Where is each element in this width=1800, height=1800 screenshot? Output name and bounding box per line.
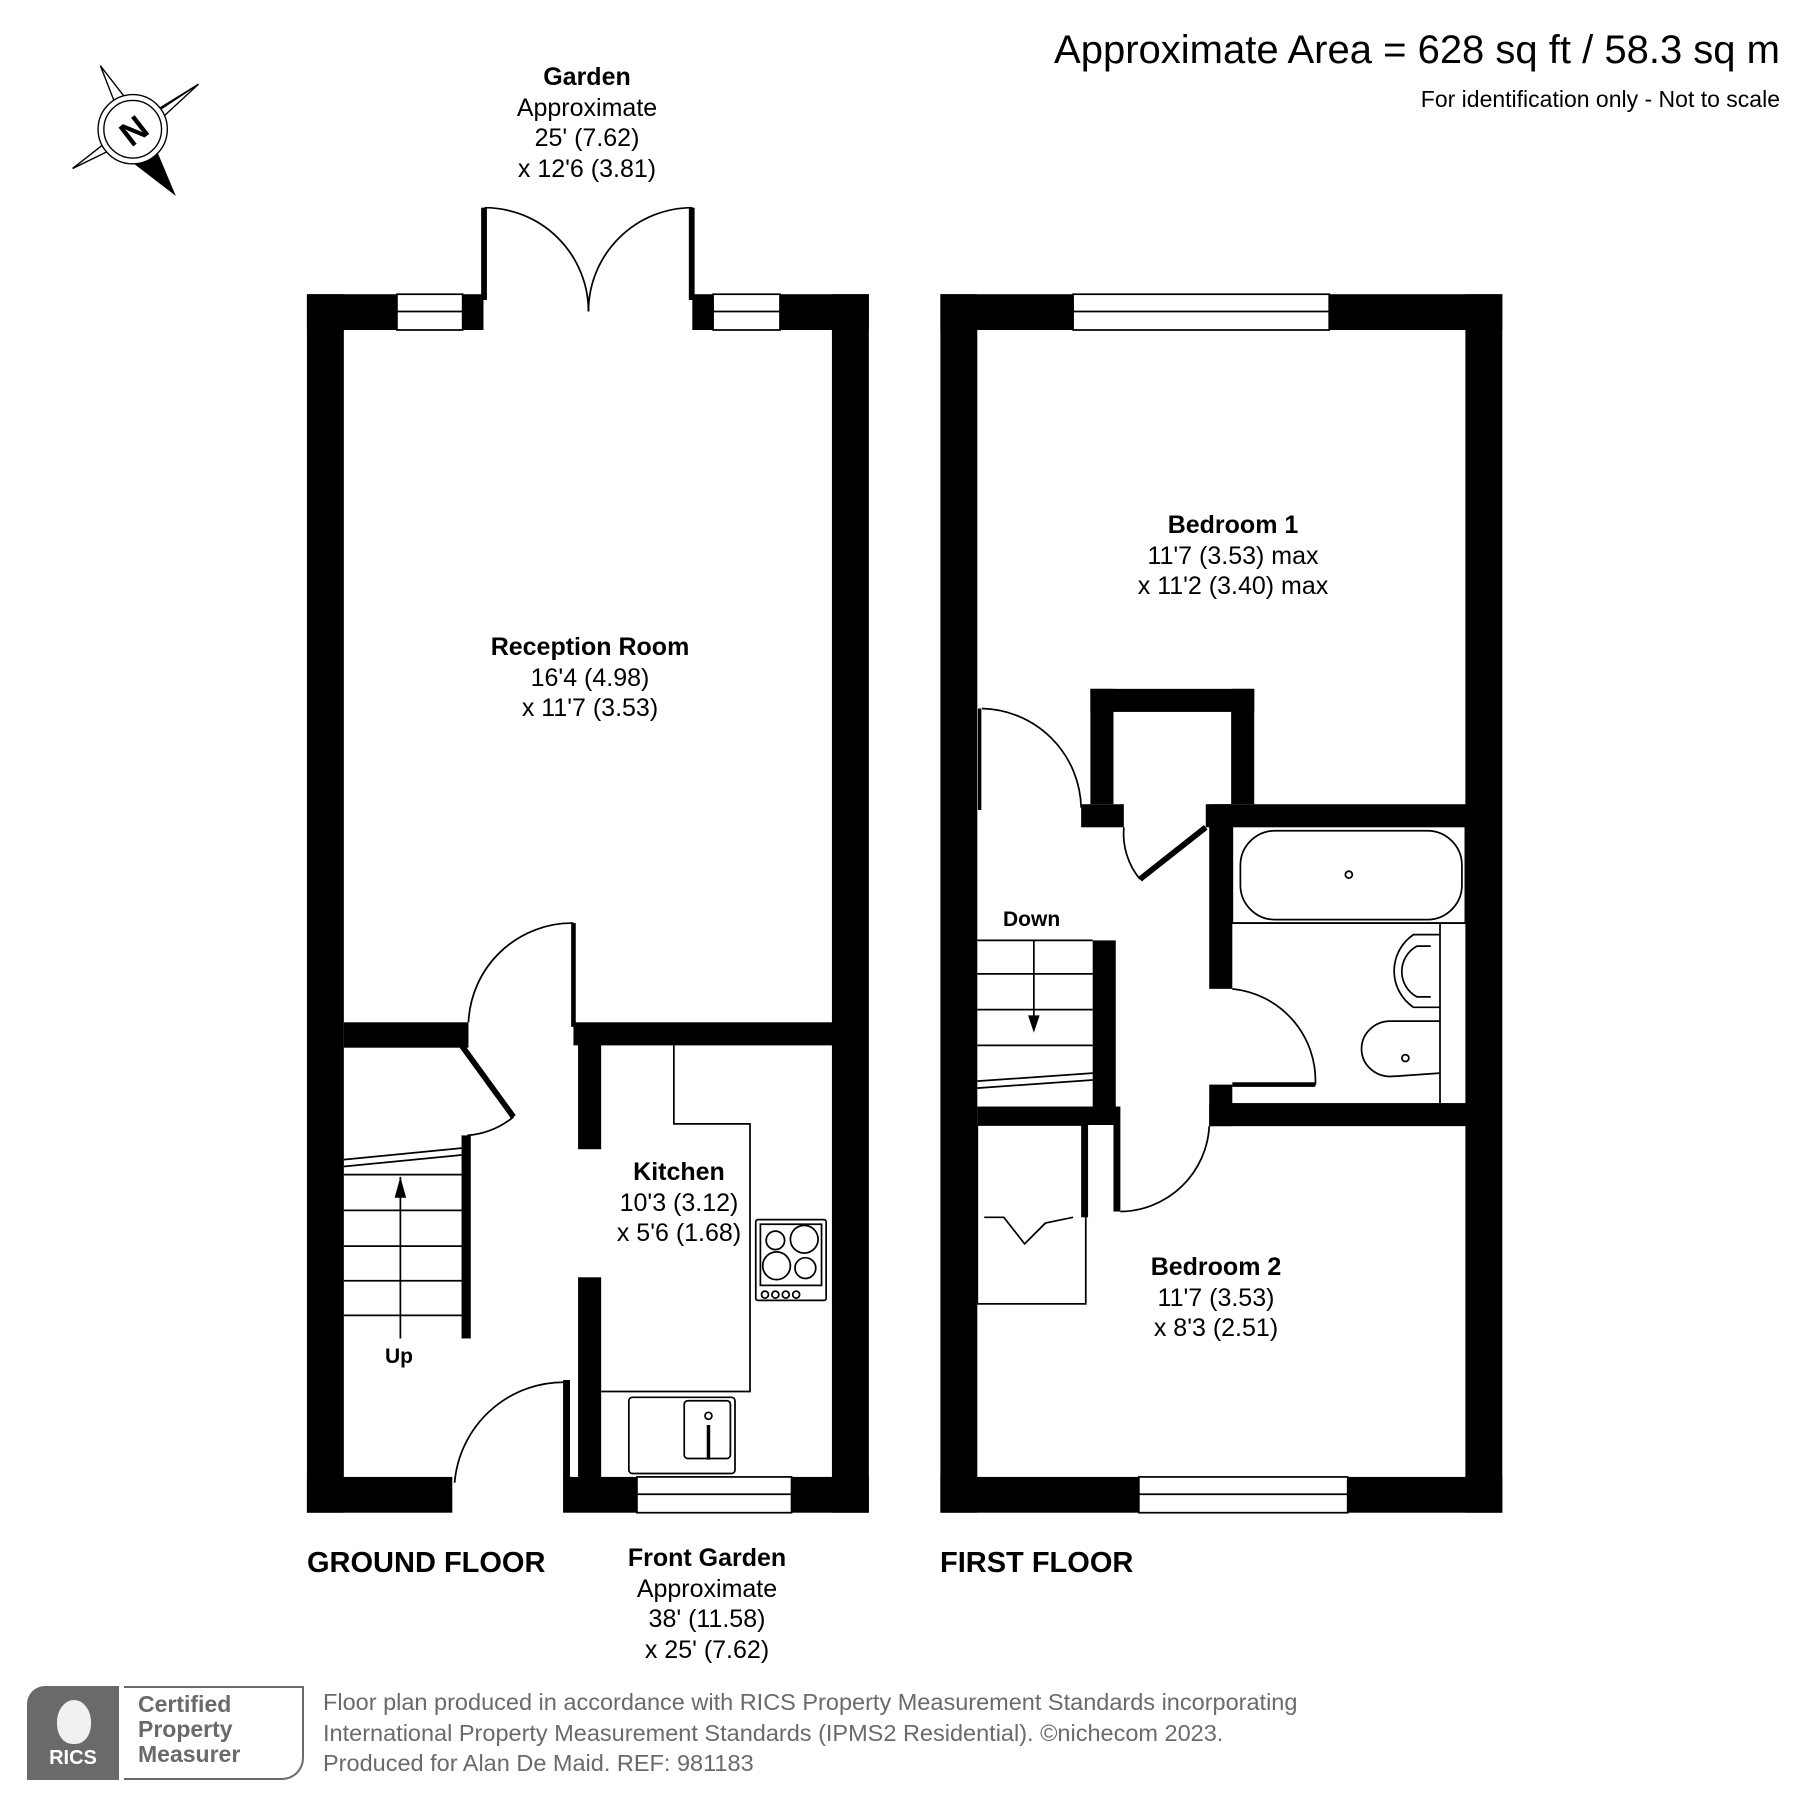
certified-box: Certified Property Measurer [124, 1686, 304, 1780]
room-dim: x 8'3 (2.51) [1153, 1314, 1279, 1342]
room-label-bedroom-1: Bedroom 1 11'7 (3.53) max x 11'2 (3.40) … [1138, 510, 1329, 602]
room-name: Front Garden [627, 1544, 787, 1572]
north-compass-icon: N [72, 65, 199, 196]
room-dim: x 5'6 (1.68) [616, 1219, 742, 1247]
room-dim: x 25' (7.62) [644, 1635, 770, 1664]
stairs-up-label: Up [385, 1345, 413, 1368]
rics-brand: RICS [49, 1747, 97, 1769]
room-dim: x 11'2 (3.40) max [1137, 572, 1329, 600]
room-dim: 11'7 (3.53) [1157, 1283, 1275, 1312]
room-dim: 25' (7.62) [534, 124, 640, 152]
rics-certified-badge: RICS Certified Property Measurer [27, 1686, 305, 1780]
footer-line: Floor plan produced in accordance with R… [323, 1689, 1298, 1715]
room-name: Reception Room [490, 633, 690, 661]
badge-line: Property [138, 1715, 233, 1742]
room-label-reception: Reception Room 16'4 (4.98) x 11'7 (3.53) [491, 632, 690, 724]
room-name: Garden [543, 63, 631, 91]
stairs-down-label: Down [1003, 908, 1061, 931]
room-label-front-garden: Front Garden Approximate 38' (11.58) x 2… [628, 1543, 786, 1665]
rics-logo: RICS [27, 1686, 119, 1780]
room-name: Bedroom 1 [1167, 511, 1299, 539]
room-dim: 38' (11.58) [648, 1605, 766, 1633]
room-dim: x 11'7 (3.53) [521, 694, 659, 722]
certified-text: Certified Property Measurer [138, 1692, 240, 1766]
badge-line: Measurer [138, 1740, 241, 1767]
room-label-bedroom-2: Bedroom 2 11'7 (3.53) x 8'3 (2.51) [1151, 1252, 1282, 1344]
badge-line: Certified [138, 1691, 232, 1717]
room-dim: x 12'6 (3.81) [517, 154, 657, 183]
room-dim: 11'7 (3.53) max [1147, 541, 1319, 570]
approximate-area: Approximate Area = 628 sq ft / 58.3 sq m [1054, 28, 1780, 72]
room-dim: Approximate [636, 1574, 778, 1603]
room-label-garden: Garden Approximate 25' (7.62) x 12'6 (3.… [517, 62, 657, 184]
footer-line: International Property Measurement Stand… [323, 1719, 1224, 1746]
room-dim: 16'4 (4.98) [530, 663, 650, 692]
room-dim: Approximate [516, 93, 658, 122]
footer-disclaimer: Floor plan produced in accordance with R… [323, 1687, 1297, 1779]
room-name: Bedroom 2 [1150, 1253, 1282, 1281]
room-dim: 10'3 (3.12) [619, 1188, 739, 1217]
footer-line: Produced for Alan De Maid. REF: 981183 [323, 1750, 754, 1777]
scale-note: For identification only - Not to scale [1420, 86, 1780, 112]
first-floor-label: FIRST FLOOR [940, 1547, 1134, 1579]
room-label-kitchen: Kitchen 10'3 (3.12) x 5'6 (1.68) [617, 1157, 741, 1249]
room-name: Kitchen [633, 1158, 725, 1186]
ground-floor-label: GROUND FLOOR [307, 1547, 546, 1579]
rics-lion-icon [57, 1700, 91, 1744]
